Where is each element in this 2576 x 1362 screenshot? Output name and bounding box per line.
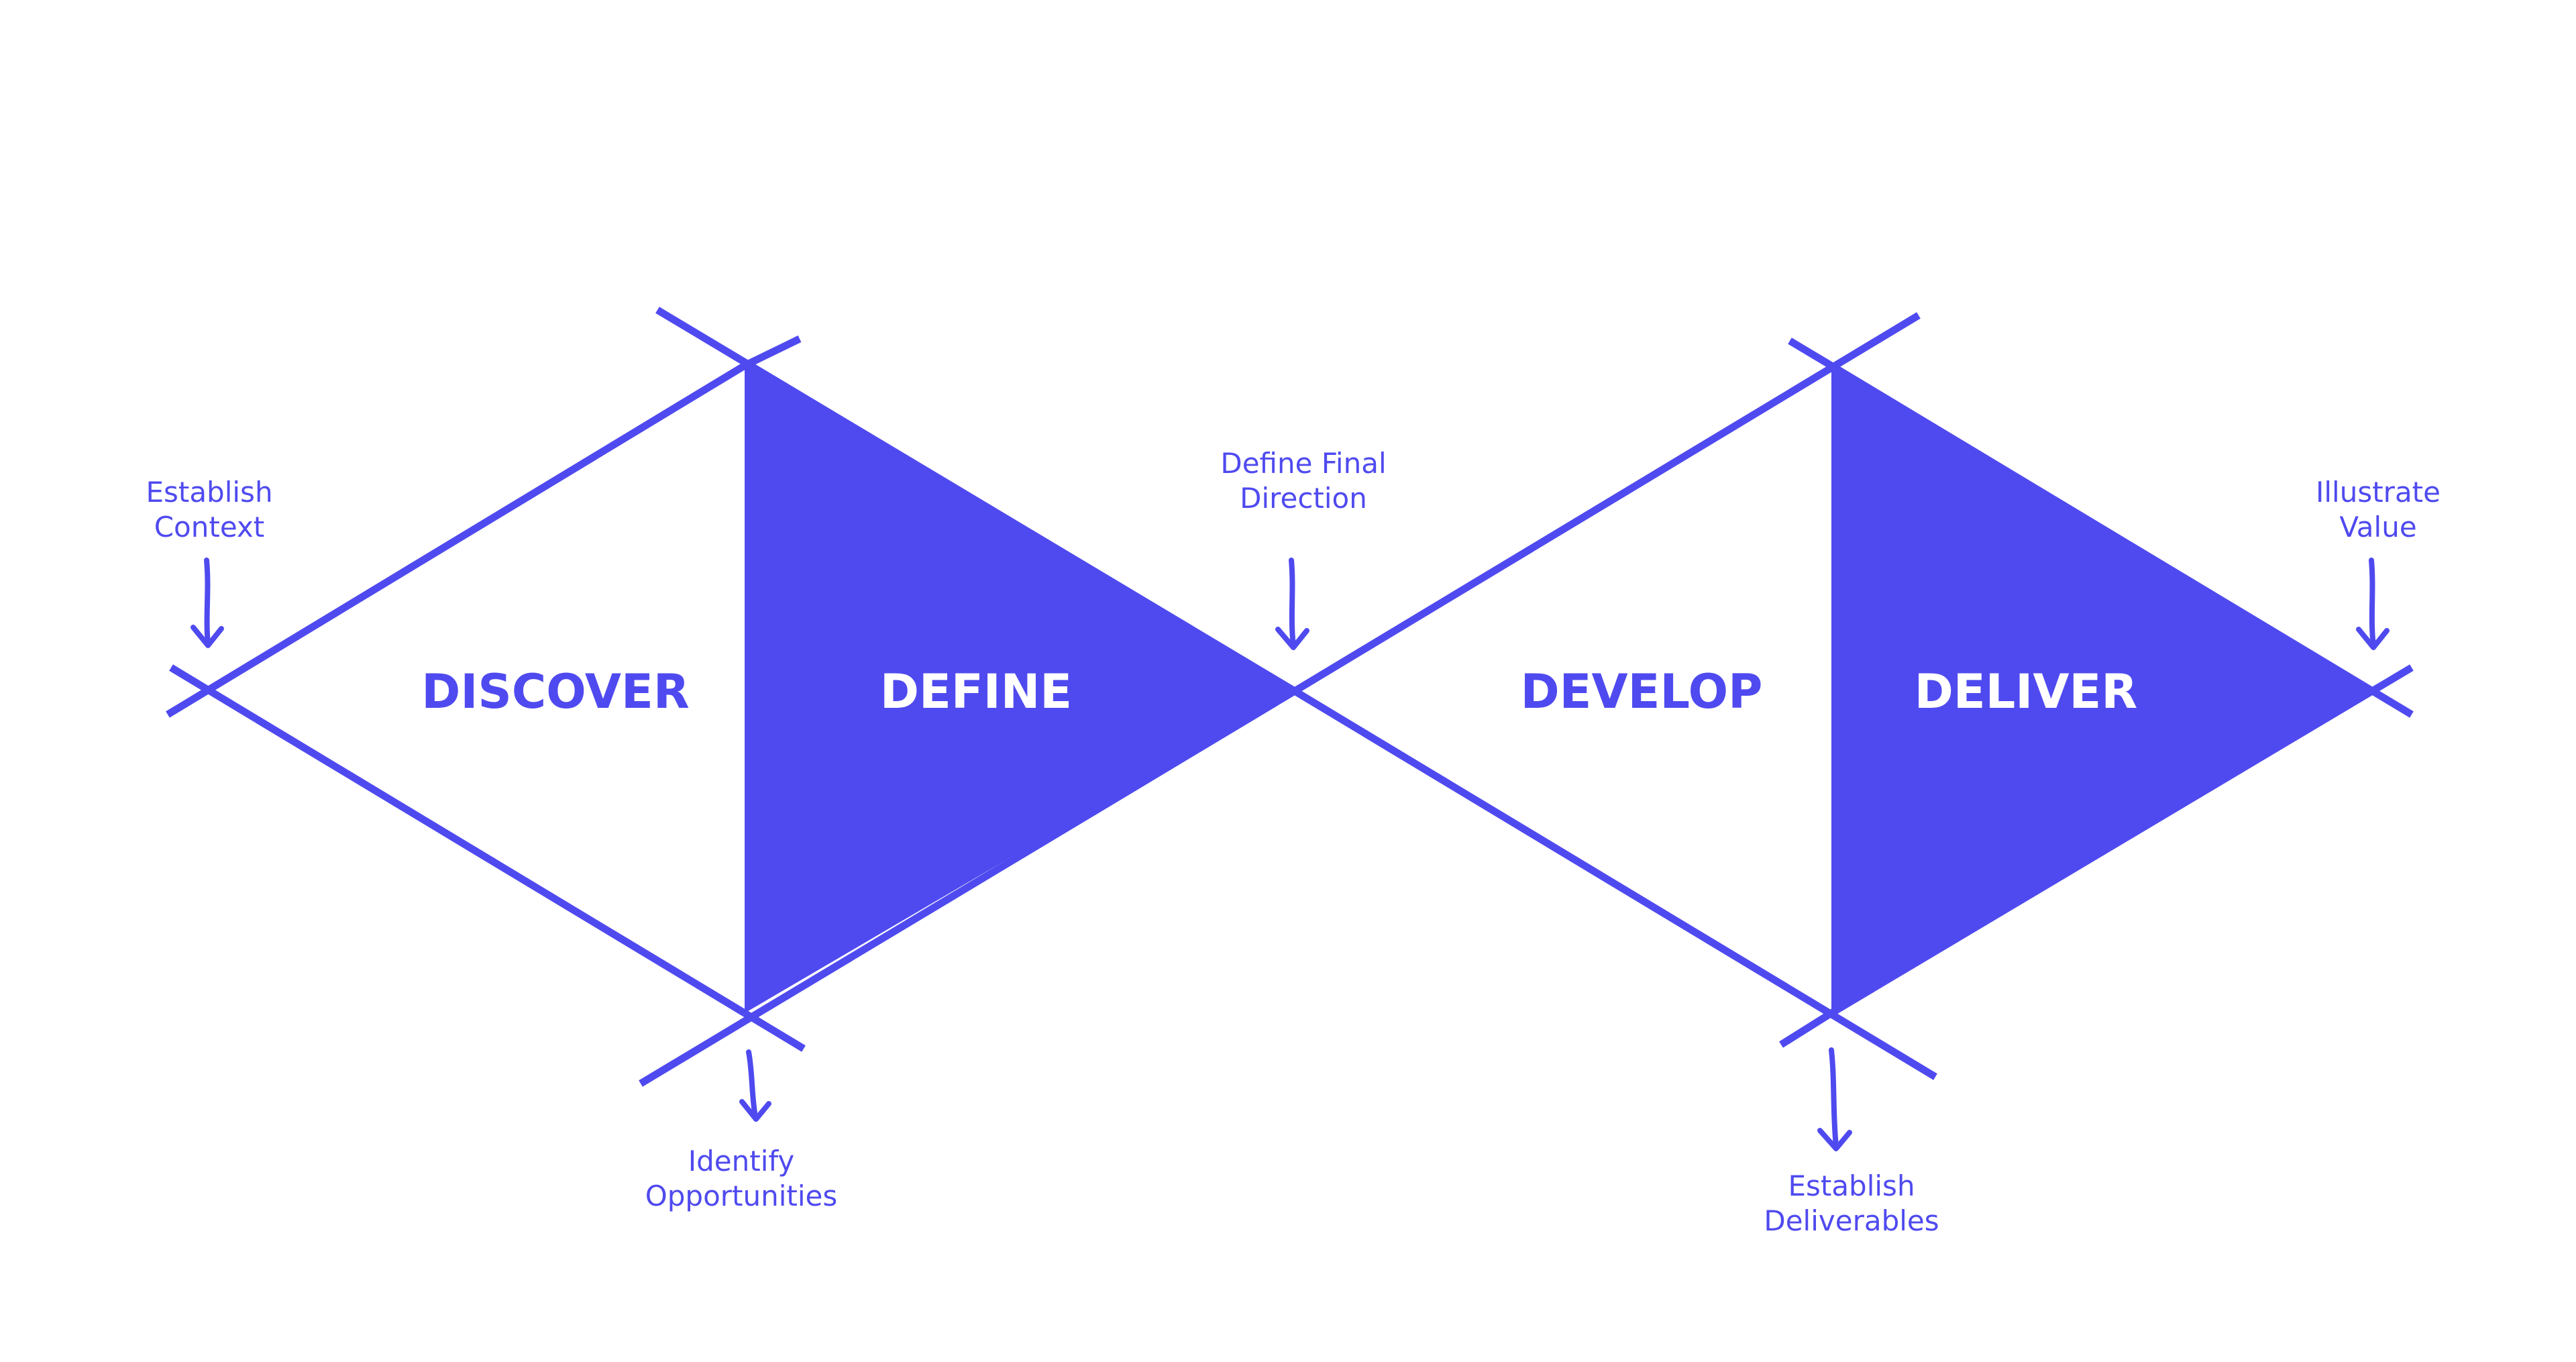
arrow-down-icon <box>1817 1047 1852 1151</box>
milestone-label-line: Context <box>154 511 265 543</box>
deliver-fill <box>1831 366 2375 1013</box>
milestone-label-line: Identify <box>688 1145 795 1177</box>
milestone-define-final-direction: Define Final Direction <box>1220 447 1387 650</box>
define-fill <box>745 366 1295 1013</box>
milestone-label-line: Illustrate <box>2316 476 2440 509</box>
second-diamond-outline <box>1293 312 2414 1080</box>
milestone-establish-deliverables: Establish Deliverables <box>1764 1047 1939 1237</box>
milestone-label-line: Value <box>2339 511 2416 543</box>
milestone-label-line: Establish <box>146 476 272 509</box>
phase-label-develop: DEVELOP <box>1521 664 1763 719</box>
milestone-establish-context: Establish Context <box>146 476 273 648</box>
phase-label-deliver: DELIVER <box>1915 664 2137 719</box>
arrow-down-icon <box>191 558 224 648</box>
milestone-label-line: Opportunities <box>645 1180 838 1212</box>
phase-label-discover: DISCOVER <box>421 664 689 719</box>
milestone-illustrate-value: Illustrate Value <box>2316 476 2440 650</box>
phase-label-define: DEFINE <box>880 664 1072 719</box>
milestone-label-line: Deliverables <box>1764 1204 1939 1237</box>
arrow-down-icon <box>2356 558 2390 650</box>
milestone-label-line: Direction <box>1240 482 1367 515</box>
arrow-down-icon <box>739 1049 771 1122</box>
arrow-down-icon <box>1275 558 1309 650</box>
milestone-identify-opportunities: Identify Opportunities <box>645 1049 838 1212</box>
milestone-label-line: Define Final <box>1220 447 1386 480</box>
milestone-label-line: Establish <box>1788 1169 1915 1202</box>
first-diamond-outline <box>166 307 1297 1087</box>
